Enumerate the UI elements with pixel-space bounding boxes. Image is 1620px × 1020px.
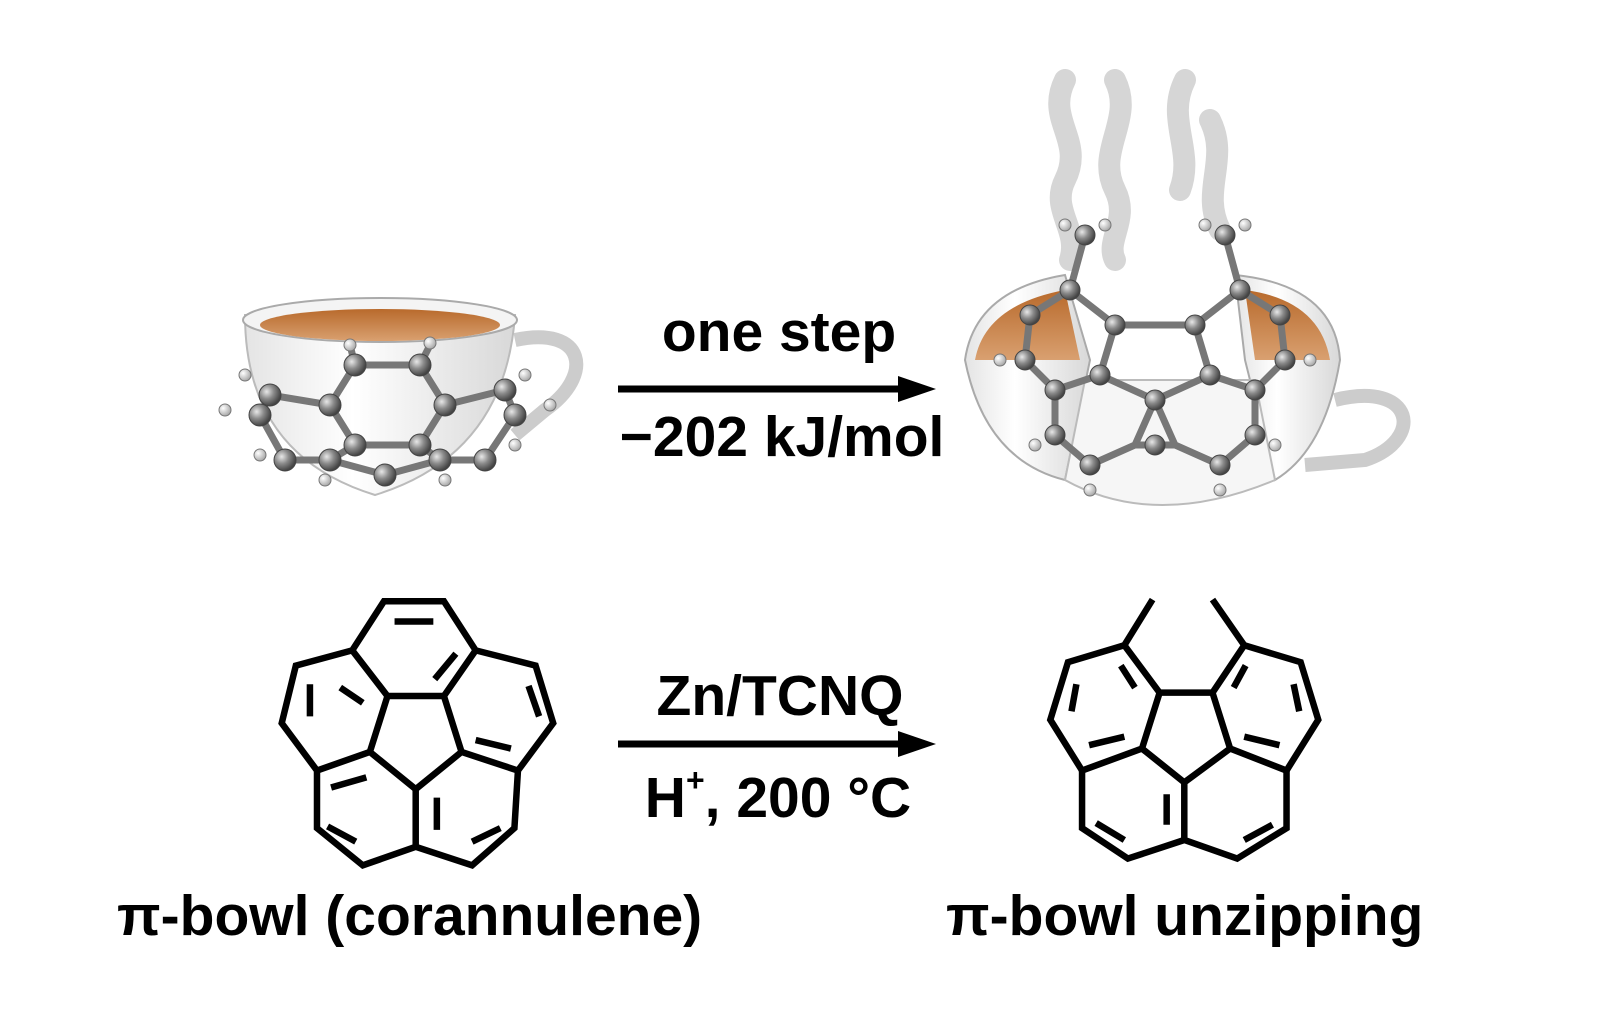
temperature: , 200 °C bbox=[704, 766, 912, 830]
unzipped-structure bbox=[1050, 600, 1318, 859]
skeletal-structures bbox=[250, 586, 1350, 884]
top-reaction-arrow bbox=[618, 376, 936, 402]
top-condition-above: one step bbox=[661, 300, 897, 364]
steam bbox=[1048, 69, 1231, 271]
reactant-label: π-bowl (corannulene) bbox=[117, 884, 703, 948]
tea-surface bbox=[260, 309, 500, 341]
proton-charge: + bbox=[685, 762, 705, 798]
bottom-condition-above: Zn/TCNQ bbox=[656, 664, 904, 728]
carbon-atoms bbox=[1014, 224, 1296, 476]
proton-H: H bbox=[644, 766, 686, 830]
product-label: π-bowl unzipping bbox=[946, 884, 1424, 948]
top-condition-below: −202 kJ/mol bbox=[619, 405, 945, 469]
corannulene-structure bbox=[282, 601, 553, 865]
bottom-reaction-arrow bbox=[618, 731, 936, 757]
carbon-atoms bbox=[248, 353, 527, 487]
corannulene-ball-model bbox=[218, 336, 557, 487]
unzipped-ball-model bbox=[993, 218, 1317, 497]
hydrogen-atoms bbox=[993, 218, 1317, 497]
broken-teacup-unzipped-model bbox=[963, 69, 1411, 506]
cup-handle bbox=[1304, 388, 1411, 472]
bottom-condition-below: H+, 200 °C bbox=[645, 764, 911, 827]
teacup-corannulene-model bbox=[218, 297, 584, 497]
hydrogen-atoms bbox=[218, 336, 557, 487]
